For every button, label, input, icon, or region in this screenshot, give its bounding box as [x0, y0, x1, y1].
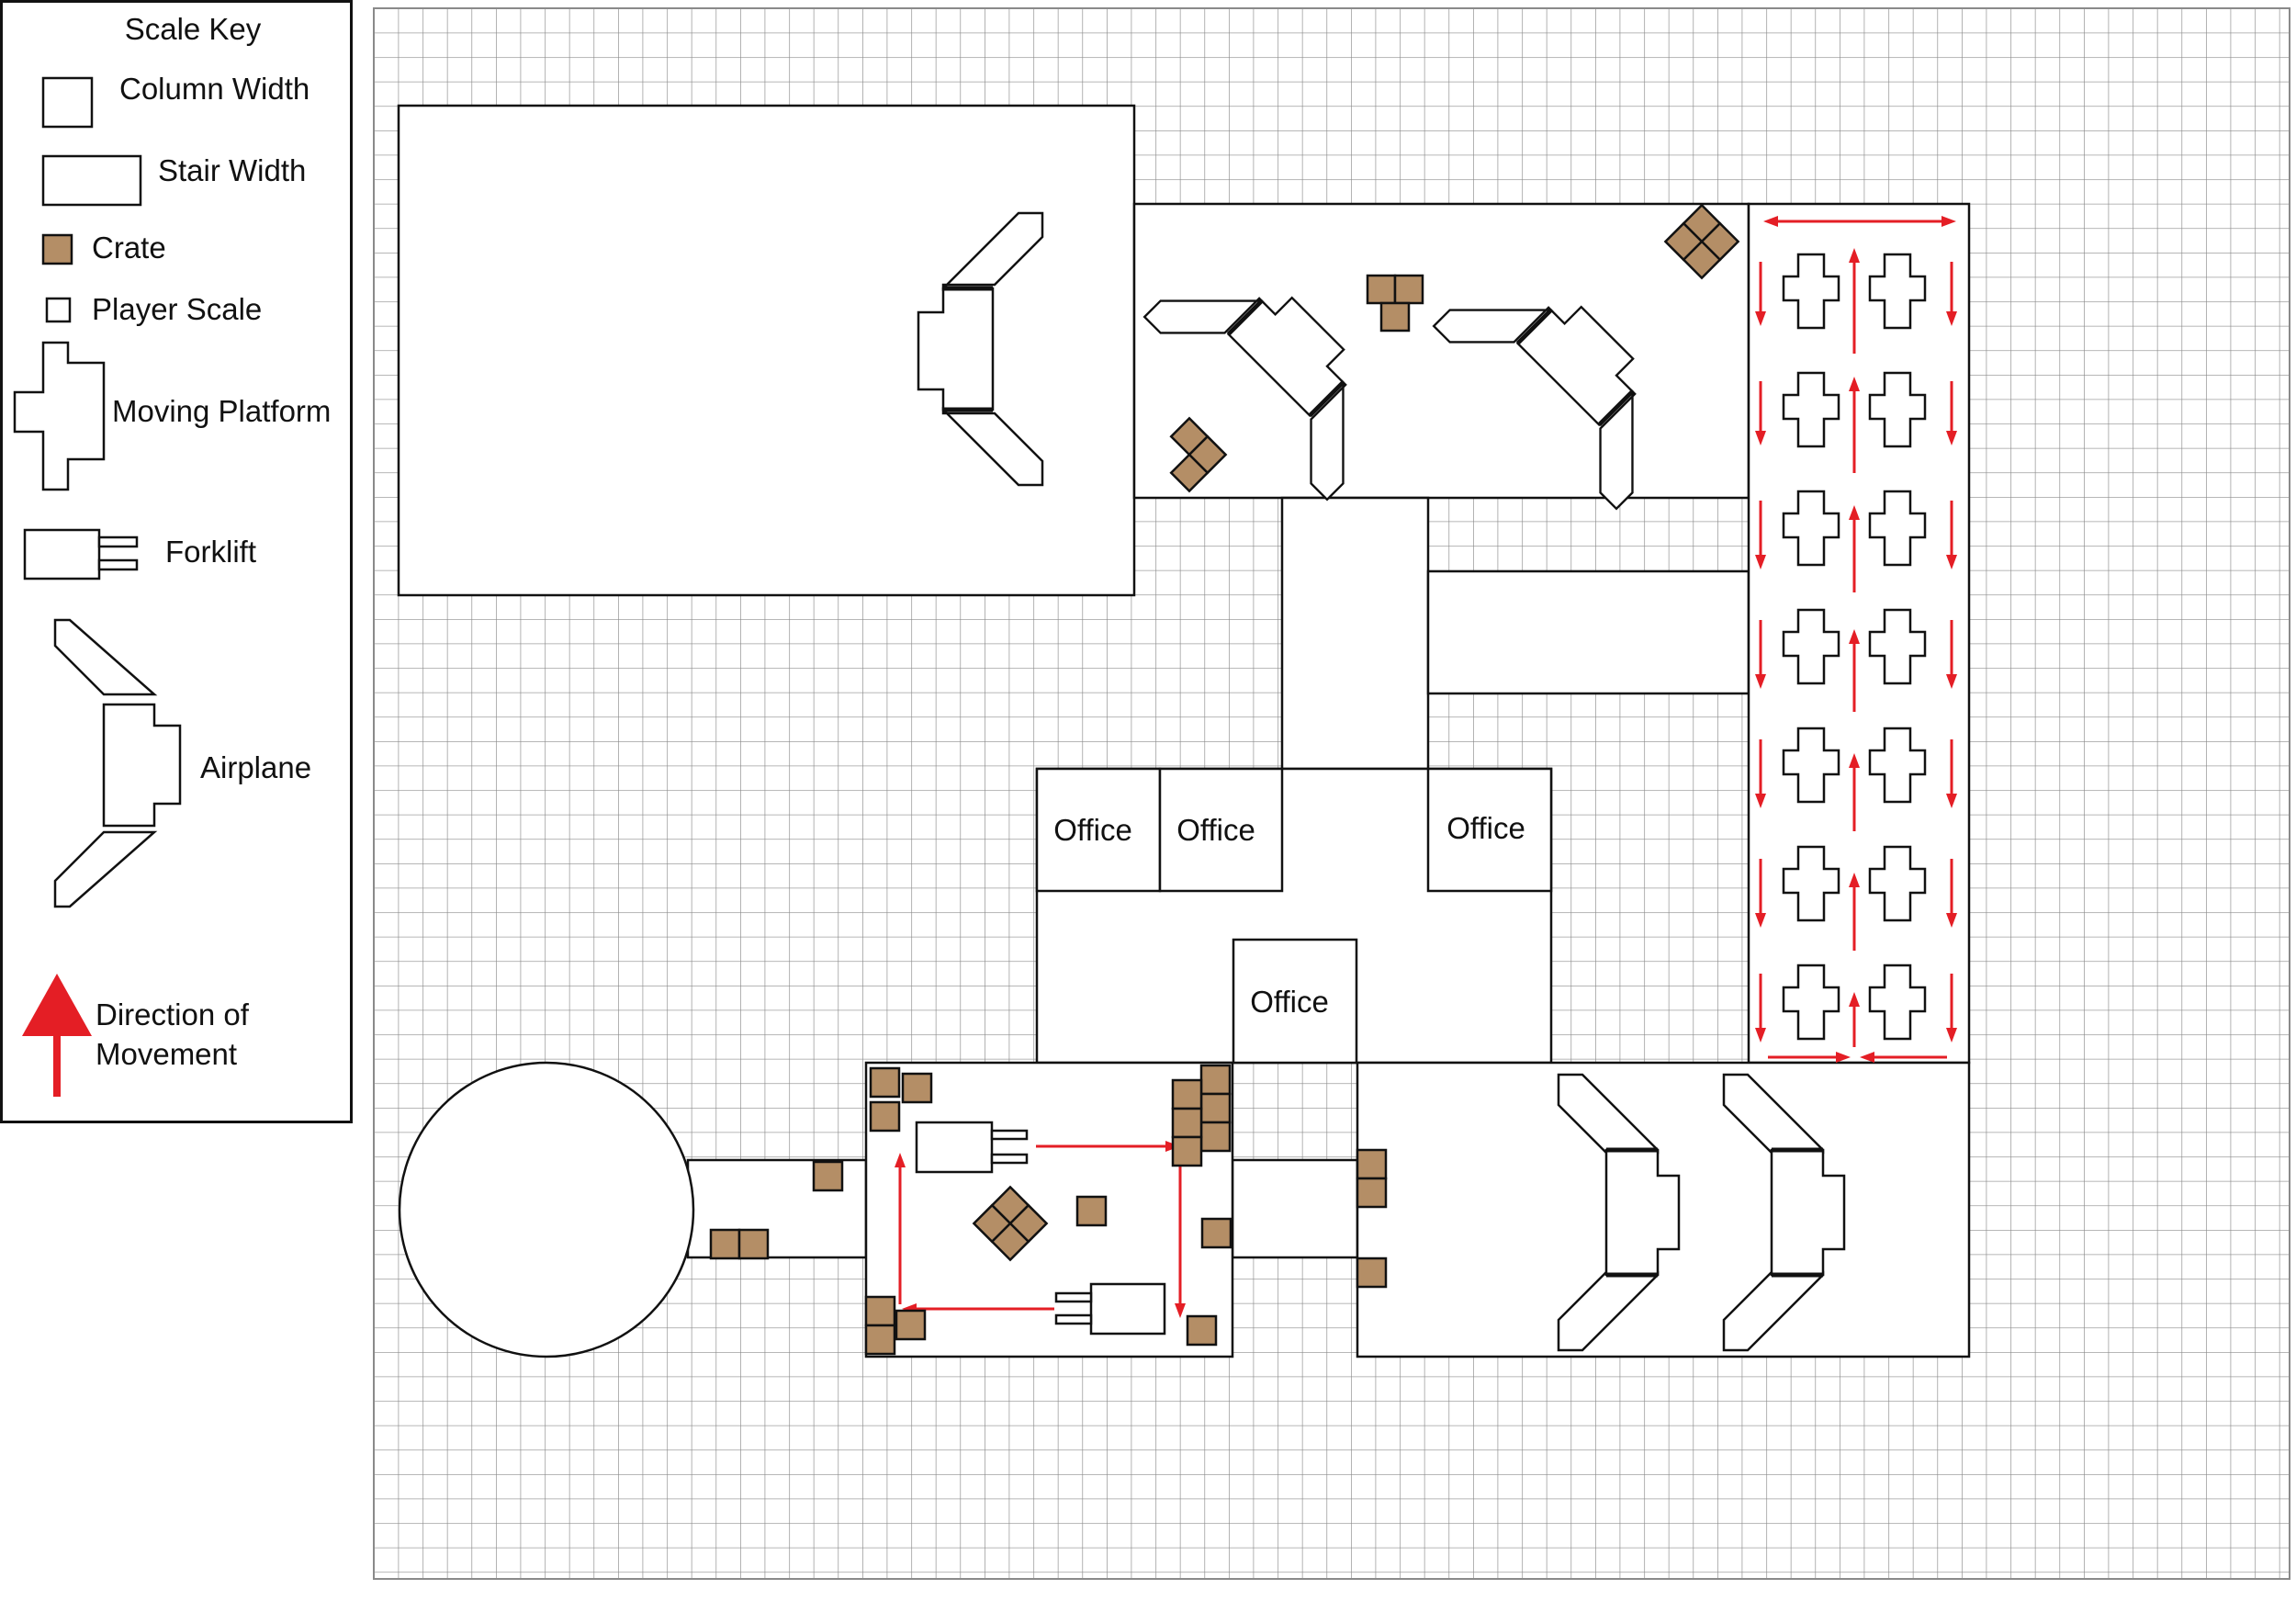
legend-label-player: Player Scale — [92, 292, 262, 326]
airplane-south-2 — [1722, 1073, 1846, 1352]
direction-arrow-icon — [22, 974, 92, 1097]
link-corridor — [1231, 1158, 1359, 1259]
upper-storage-room — [1132, 202, 1750, 500]
crate — [895, 1309, 927, 1341]
crate — [709, 1228, 741, 1260]
up-arrows-center — [1849, 248, 1860, 1047]
legend-label-direction-2: Movement — [96, 1037, 237, 1071]
legend-label-forklift: Forklift — [165, 535, 256, 569]
crate — [737, 1228, 770, 1260]
office-room-1: Office — [1035, 767, 1162, 893]
airplane-icon — [53, 618, 182, 908]
crate — [1356, 1148, 1388, 1180]
crate — [812, 1160, 844, 1192]
legend-label-airplane: Airplane — [200, 750, 311, 784]
legend-title: Scale Key — [125, 12, 262, 46]
crate — [1199, 1121, 1232, 1153]
down-arrows-left — [1755, 262, 1766, 1043]
office-label-2: Office — [1176, 813, 1255, 847]
forklift-upper — [915, 1121, 1029, 1174]
forklift-lower — [1054, 1282, 1166, 1336]
office-room-2: Office — [1158, 767, 1284, 893]
player-scale-swatch — [45, 297, 72, 323]
north-corridor — [1280, 496, 1430, 771]
crates — [709, 203, 1740, 1356]
down-arrows-right — [1946, 262, 1957, 1043]
crate — [1200, 1217, 1232, 1249]
office-label-3: Office — [1446, 811, 1525, 845]
silo-room — [398, 1061, 695, 1358]
legend-label-column: Column Width — [119, 72, 310, 106]
crate — [1356, 1257, 1388, 1289]
office-room-3: Office — [1426, 767, 1553, 893]
crate — [1682, 240, 1722, 280]
column-width-swatch — [41, 76, 94, 129]
crate — [864, 1295, 896, 1327]
airplane-storage-2 — [1432, 305, 1637, 511]
crate — [869, 1100, 901, 1133]
crate — [1169, 453, 1210, 493]
crate — [901, 1072, 933, 1104]
crate — [864, 1324, 896, 1356]
scale-key-legend: Scale Key Column Width Stair Width Crate… — [0, 0, 353, 1123]
stair-width-swatch — [41, 154, 142, 207]
crate — [1171, 1078, 1203, 1110]
crate — [1393, 274, 1424, 305]
crate — [1366, 274, 1397, 305]
hangar-room — [397, 104, 1136, 597]
crate — [1356, 1177, 1388, 1209]
office-room-4: Office — [1232, 938, 1358, 1065]
crate — [990, 1222, 1030, 1262]
crate — [1171, 1107, 1203, 1139]
platform-shaft — [1747, 202, 1971, 1065]
airplane-hangar-north — [917, 211, 1044, 487]
forklift-icon — [23, 528, 139, 580]
crate — [1171, 1135, 1203, 1167]
crate — [1075, 1195, 1108, 1227]
moving-platform-icon — [13, 341, 106, 491]
airplane-south-1 — [1557, 1073, 1681, 1352]
legend-label-platform: Moving Platform — [112, 394, 331, 428]
legend-label-stair: Stair Width — [158, 153, 306, 187]
crate — [1186, 1314, 1218, 1347]
crate — [869, 1066, 901, 1099]
office-label-1: Office — [1053, 813, 1132, 847]
crate-swatch — [41, 233, 73, 265]
legend-label-direction-1: Direction of — [96, 997, 250, 1031]
crate — [1199, 1064, 1232, 1096]
legend-label-crate: Crate — [92, 231, 166, 265]
crate — [1379, 301, 1411, 332]
crate — [1199, 1092, 1232, 1124]
office-label-4: Office — [1250, 985, 1329, 1019]
platform-direction-arrows — [1755, 216, 1957, 1063]
forklift-route-arrows — [895, 1141, 1186, 1318]
east-side-room — [1426, 569, 1750, 695]
airplane-storage-1 — [1142, 296, 1347, 502]
